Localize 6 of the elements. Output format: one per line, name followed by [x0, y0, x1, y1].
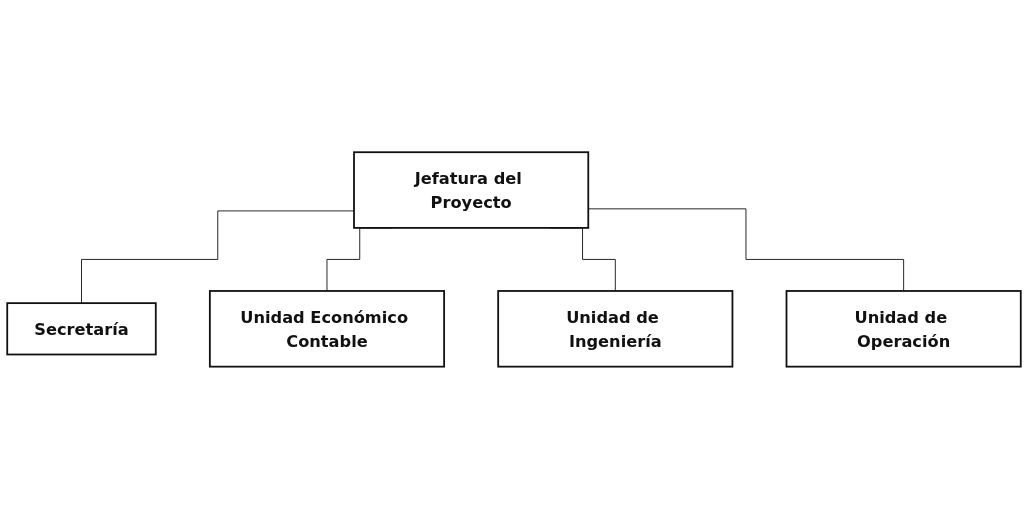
node-box: Unidad de Operación [785, 289, 1022, 368]
node-box: Secretaría [6, 301, 157, 355]
node-box: Unidad Económico Contable [208, 289, 445, 368]
connector [81, 210, 355, 304]
node-box: Unidad de Ingeniería [497, 289, 734, 368]
node-box: Jefatura del Proyecto [353, 150, 590, 229]
